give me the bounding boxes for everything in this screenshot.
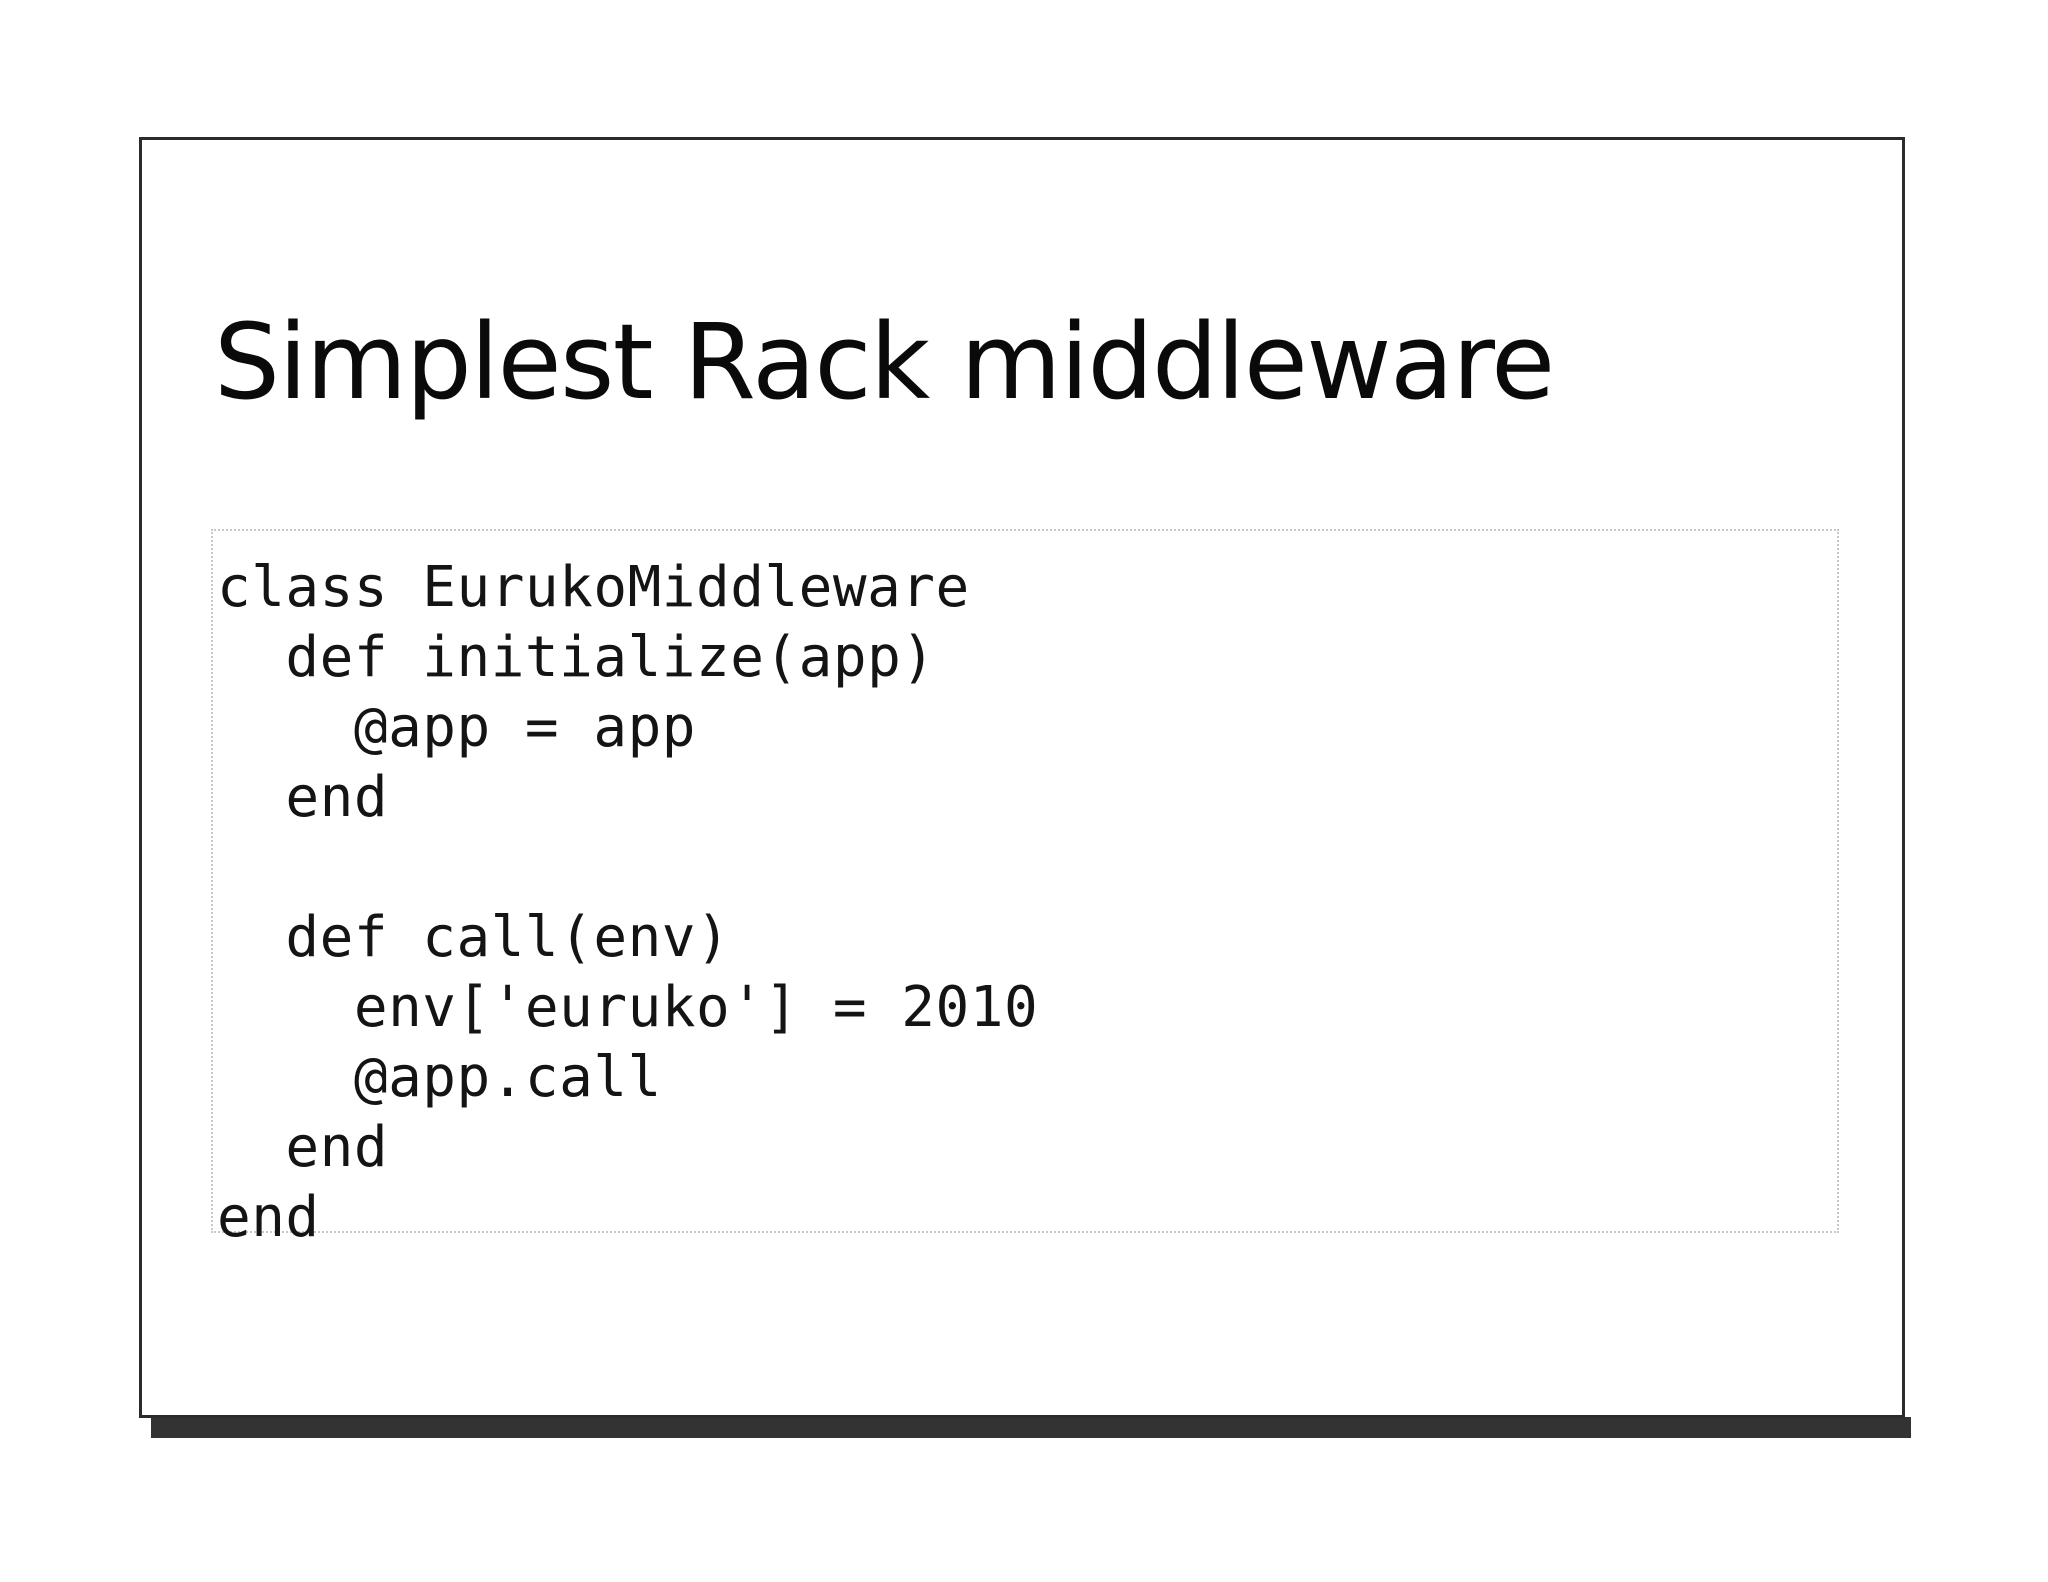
code-line: def call(env) bbox=[217, 905, 731, 970]
code-line: end bbox=[217, 765, 389, 830]
code-line: def initialize(app) bbox=[217, 625, 936, 690]
code-listing: class EurukoMiddleware def initialize(ap… bbox=[217, 553, 1837, 1253]
slide-drop-shadow bbox=[151, 1417, 1911, 1438]
code-line bbox=[217, 833, 1837, 903]
code-line: env['euruko'] = 2010 bbox=[217, 975, 1039, 1040]
code-line: end bbox=[217, 1185, 320, 1250]
code-line: @app.call bbox=[217, 1045, 662, 1110]
code-line: end bbox=[217, 1115, 389, 1180]
code-block: class EurukoMiddleware def initialize(ap… bbox=[211, 529, 1839, 1250]
code-line: @app = app bbox=[217, 695, 697, 760]
presentation-slide: Simplest Rack middleware class EurukoMid… bbox=[139, 137, 1905, 1418]
code-line: class EurukoMiddleware bbox=[217, 555, 970, 620]
slide-title: Simplest Rack middleware bbox=[214, 301, 1555, 423]
